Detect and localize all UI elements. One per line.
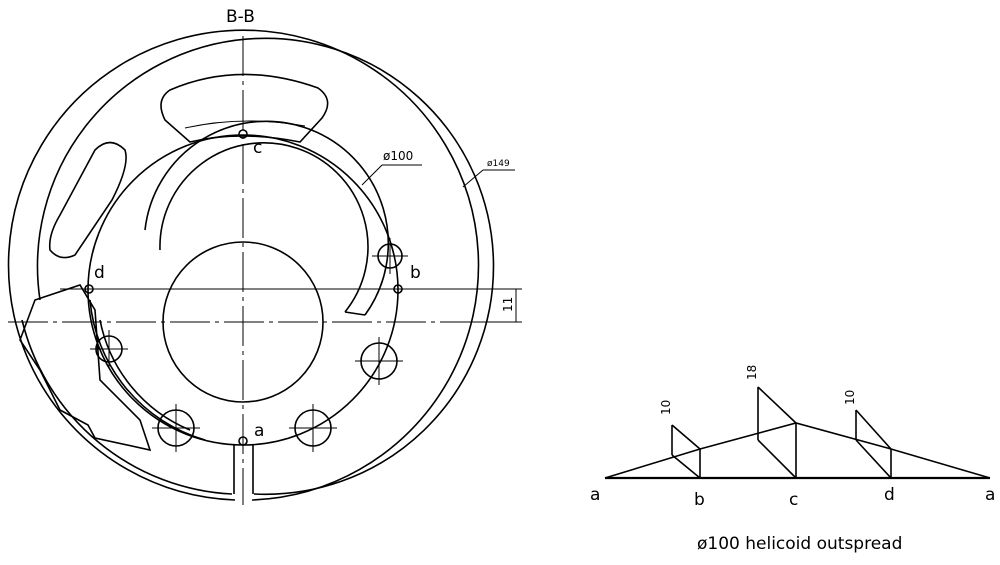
outspread-view: 10 18 10 a b c d a ø100 helicoid outspre… — [590, 365, 995, 554]
outer-rim-upper — [36, 37, 495, 496]
marker-points — [84, 129, 403, 446]
spiral-lower-arc — [89, 299, 206, 441]
section-view: B-B — [7, 7, 522, 505]
dia100-leader — [361, 164, 383, 186]
point-a-label: a — [254, 421, 264, 441]
height-c-label: 18 — [745, 365, 759, 380]
slant-b — [671, 424, 701, 450]
hub-circle — [162, 241, 324, 403]
slant-b-lower — [671, 454, 701, 479]
height-d-label: 10 — [843, 390, 857, 405]
slant-d — [855, 409, 892, 450]
slant-c-lower — [757, 439, 797, 479]
bolt-holes — [90, 238, 408, 452]
point-b-marker — [393, 284, 403, 294]
spiral-ridge-inner — [159, 142, 369, 313]
point-c-marker — [238, 129, 248, 139]
section-title: B-B — [226, 7, 255, 27]
point-b-label: b — [410, 263, 421, 283]
top-slot-inner-line — [184, 120, 306, 129]
point-a-marker — [238, 436, 248, 446]
outer-rim-lower — [21, 319, 233, 495]
left-kidney-slot — [48, 141, 127, 259]
outspread-caption: ø100 helicoid outspread — [697, 534, 902, 554]
slant-c — [757, 386, 797, 424]
left-blade-lug — [19, 284, 152, 452]
base-label-c: c — [789, 490, 798, 510]
point-d-marker — [84, 284, 94, 294]
point-c-label: c — [253, 138, 262, 158]
helicoid-profile-line — [604, 422, 991, 479]
slant-d-lower — [855, 439, 892, 479]
spiral-ridge-outer — [144, 120, 390, 316]
dia149-label: ø149 — [487, 159, 510, 169]
height-b-label: 10 — [659, 400, 673, 415]
top-kidney-slot — [160, 73, 329, 143]
base-label-d: d — [884, 485, 895, 505]
point-d-label: d — [94, 263, 105, 283]
outer-circle — [7, 29, 480, 501]
dia149-leader — [462, 169, 484, 188]
base-label-b: b — [694, 490, 705, 510]
base-label-a-start: a — [590, 485, 600, 505]
spiral-end-cap — [344, 311, 366, 316]
dim-11-label: 11 — [501, 297, 515, 312]
base-label-a-end: a — [985, 485, 995, 505]
dia100-label: ø100 — [383, 149, 413, 163]
